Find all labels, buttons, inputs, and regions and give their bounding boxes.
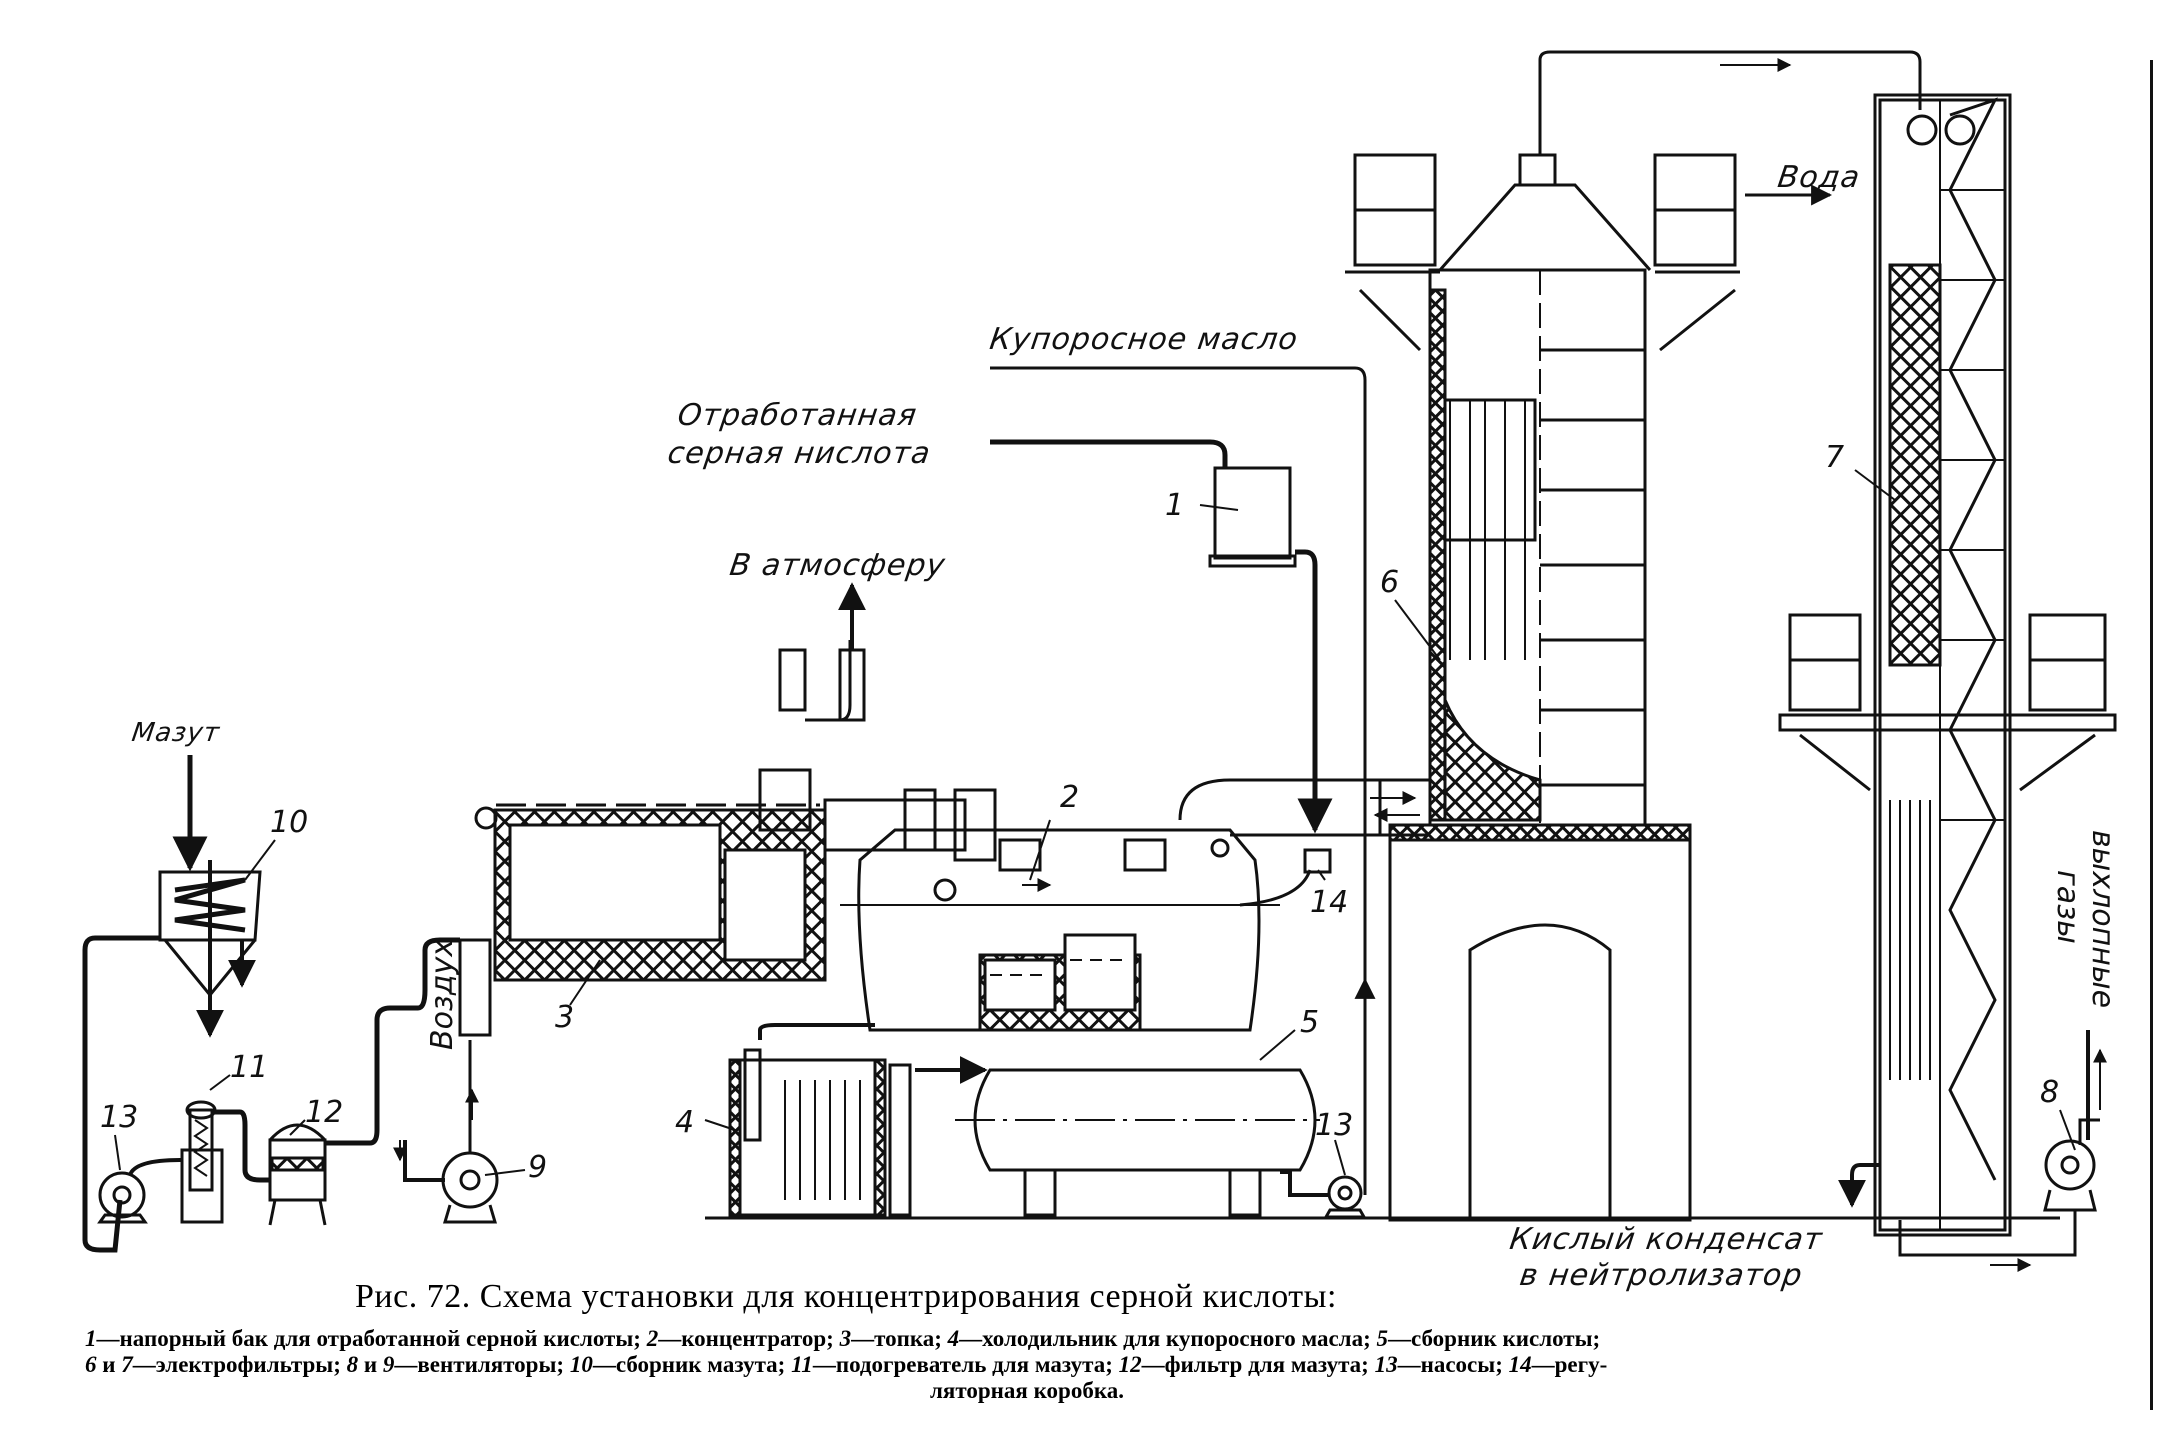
number-13-left: 13: [100, 1100, 139, 1135]
furnace-3: [474, 803, 827, 982]
legend-number: 6: [85, 1352, 97, 1377]
number-13-right: 13: [1315, 1108, 1354, 1143]
legend-text: —холодильник для купоросного масла;: [959, 1326, 1377, 1351]
legend-number: 4: [947, 1326, 960, 1351]
legend-number: 3: [839, 1326, 852, 1351]
legend-text: —вентиляторы;: [394, 1352, 570, 1377]
number-12: 12: [305, 1095, 344, 1130]
legend-number: 14: [1508, 1352, 1532, 1377]
concentrator-2: [840, 828, 1280, 1032]
label-condensate-2: в нейтролизатор: [1517, 1258, 1806, 1293]
legend-line-2: 6 и 7—электрофильтры; 8 и 9—вентиляторы;…: [85, 1352, 1607, 1378]
cooler-4: [728, 1023, 912, 1217]
legend-text: —топка;: [851, 1326, 948, 1351]
number-6: 6: [1380, 565, 1400, 600]
number-1: 1: [1165, 488, 1185, 523]
label-condensate: Кислый конденсат: [1507, 1222, 1825, 1257]
number-11: 11: [230, 1050, 269, 1085]
number-2: 2: [1060, 780, 1080, 815]
legend-number: 5: [1376, 1326, 1389, 1351]
label-exhaust: выхлопные: [2085, 830, 2120, 1009]
legend-number: 11: [791, 1352, 813, 1377]
legend-text: и: [358, 1352, 383, 1377]
electrofilter-6: [1230, 50, 1922, 1222]
fuel-heater-11: [180, 1100, 270, 1224]
number-9: 9: [528, 1150, 548, 1185]
figure-title: Рис. 72. Схема установки для концентриро…: [355, 1278, 1337, 1315]
label-to-atmosphere: В атмосферу: [727, 548, 948, 583]
number-14: 14: [1310, 885, 1349, 920]
electrofilter-7: [1745, 93, 2117, 1272]
legend-text: —регу-: [1531, 1352, 1608, 1377]
number-5: 5: [1300, 1005, 1320, 1040]
exhaust-piping: [758, 582, 1382, 862]
legend-text: —электрофильтры;: [132, 1352, 347, 1377]
number-7: 7: [1825, 440, 1845, 475]
legend-text: —насосы;: [1397, 1352, 1509, 1377]
legend-number: 12: [1118, 1352, 1142, 1377]
fuel-collector-10: [82, 755, 262, 1253]
leader-lines: [114, 469, 2076, 1176]
legend-line-3: ляторная коробка.: [930, 1378, 1124, 1404]
label-spent-acid-2: серная нислота: [665, 436, 934, 471]
pump-13-left: [97, 1158, 182, 1224]
legend-text: —концентратор;: [658, 1326, 840, 1351]
legend-text: —фильтр для мазута;: [1141, 1352, 1375, 1377]
legend-number: 10: [569, 1352, 593, 1377]
acid-collector-5: [915, 1056, 1320, 1217]
legend-text: —подогреватель для мазута;: [812, 1352, 1119, 1377]
number-8: 8: [2040, 1075, 2060, 1110]
fuel-filter-12: [268, 937, 460, 1226]
number-10: 10: [270, 805, 309, 840]
pressure-tank-1: [990, 366, 1376, 1195]
legend-number: 9: [382, 1352, 395, 1377]
legend-text: —сборник кислоты;: [1388, 1326, 1601, 1351]
legend-number: 1: [85, 1326, 97, 1351]
fan-9: [393, 938, 499, 1224]
pump-13-right: [1280, 1170, 1367, 1219]
number-3: 3: [555, 1000, 575, 1035]
regulator-box-14: [1239, 848, 1332, 907]
legend-text: —сборник мазута;: [592, 1352, 792, 1377]
legend-number: 2: [646, 1326, 659, 1351]
legend-text: —напорный бак для отработанной серной ки…: [96, 1326, 647, 1351]
legend-number: 8: [346, 1352, 359, 1377]
legend-number: 13: [1374, 1352, 1398, 1377]
legend-number: 7: [121, 1352, 133, 1377]
number-4: 4: [675, 1105, 695, 1140]
legend-text: и: [96, 1352, 122, 1377]
legend-text: ляторная коробка.: [930, 1378, 1124, 1403]
label-spent-acid: Отработанная: [675, 398, 920, 433]
label-fuel-oil: Мазут: [129, 718, 222, 748]
fan-8: [2043, 1030, 2107, 1212]
label-air: Воздух: [425, 938, 460, 1050]
label-exhaust-2: газы: [2050, 870, 2085, 944]
page-edge-rule: [2150, 60, 2153, 1410]
label-water: Вода: [1775, 160, 1863, 195]
legend-line-1: 1—напорный бак для отработанной серной к…: [85, 1326, 1600, 1352]
label-vitriol-oil: Купоросное масло: [987, 322, 1301, 357]
